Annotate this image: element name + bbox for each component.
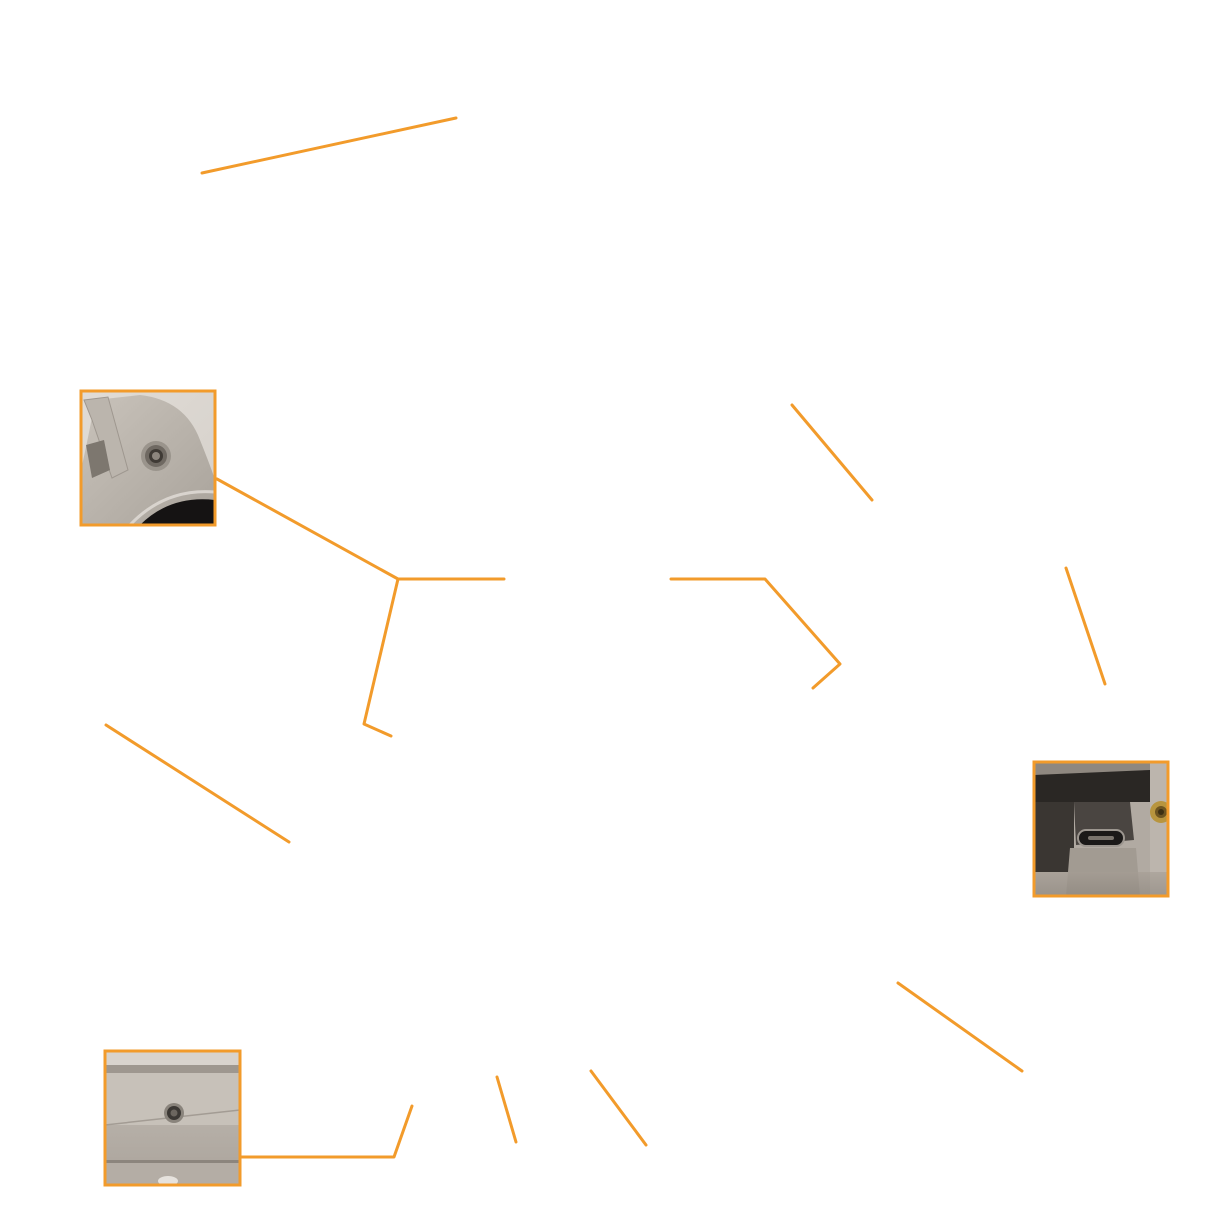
- inset-tripod-socket-closeup: [103, 1049, 242, 1187]
- inset-mount-hole-closeup: [79, 389, 217, 527]
- callout-line-10: [495, 1075, 518, 1144]
- inset-mount-frame: [79, 389, 217, 527]
- callout-line-5: [669, 577, 842, 690]
- callout-line-3: [215, 477, 506, 581]
- inset-usb-port-closeup: [1032, 760, 1170, 898]
- callout-line-4: [362, 577, 400, 738]
- callout-line-2: [790, 403, 874, 502]
- callout-line-9: [239, 1104, 414, 1159]
- callout-line-1: [200, 116, 458, 175]
- inset-socket-frame: [103, 1049, 242, 1187]
- callout-line-11: [589, 1069, 648, 1147]
- callout-line-6: [1064, 566, 1107, 686]
- callout-line-7: [104, 723, 291, 844]
- inset-usb-frame: [1032, 760, 1170, 898]
- callout-line-8: [896, 981, 1024, 1073]
